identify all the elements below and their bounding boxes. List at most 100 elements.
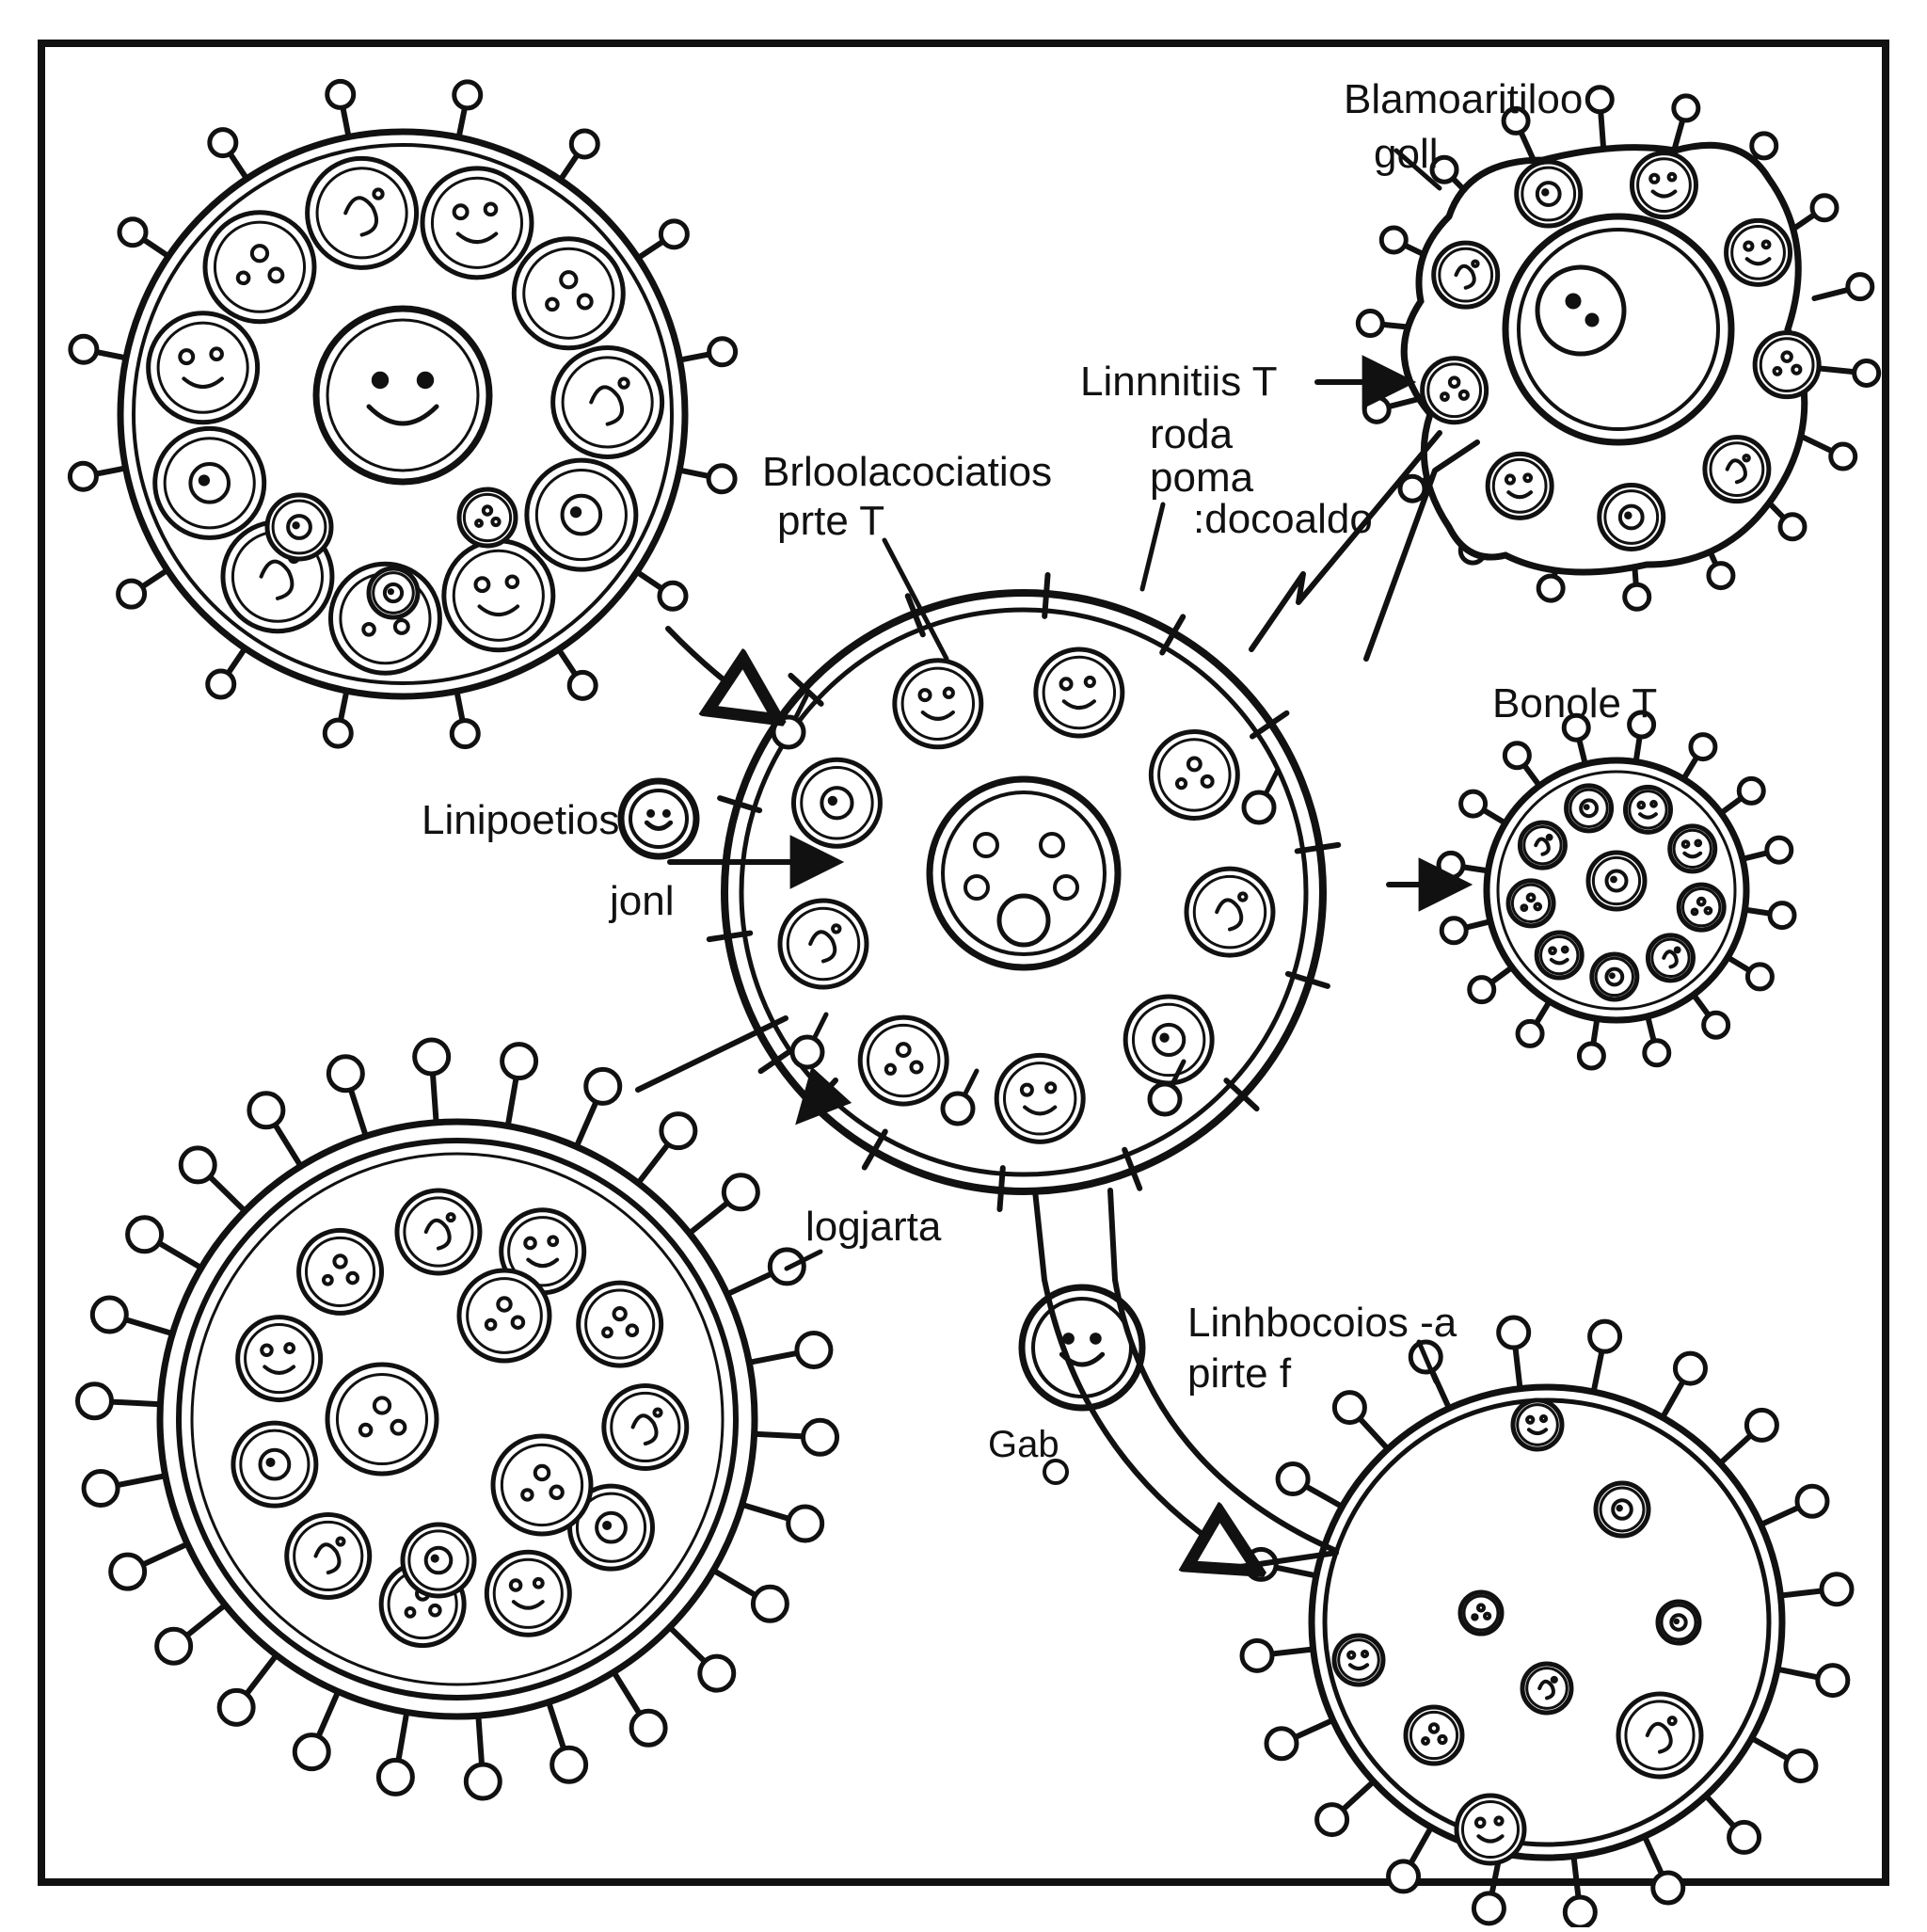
cell-lower-left-spike-knob: [463, 1762, 502, 1801]
cell-right-small-vesicle-inner: [1539, 934, 1580, 976]
cell-bottom-right-dot: [1673, 1618, 1680, 1625]
cell-center-pin: [757, 1045, 798, 1075]
cell-center-vesicle-inner: [1157, 738, 1232, 812]
label-left-small-cell-line2: jonl: [608, 878, 675, 924]
cell-center-curl: [920, 710, 955, 721]
cell-lower-left-spike-knob: [697, 1653, 737, 1693]
cell-top-left-spike-knob: [68, 333, 100, 365]
cell-bottom-right-dot: [1475, 1603, 1487, 1613]
cell-lower-left-spike-knob: [326, 1054, 365, 1094]
cell-bottom-right-spike-knob: [1587, 1318, 1623, 1354]
cell-right-small-spike-knob: [1467, 975, 1497, 1005]
cell-top-left-curl: [343, 196, 379, 237]
cell-center-vesicle-inner: [1192, 874, 1267, 950]
cell-top-left-face-mouth: [366, 404, 439, 426]
cell-right-small-dot: [1525, 892, 1537, 903]
cell-center-vesicle-inner: [786, 906, 861, 982]
cell-top-right-spike-knob: [1845, 272, 1875, 302]
cell-lower-left-vesicle-inner: [293, 1520, 364, 1592]
cell-bottom-right-dot: [1538, 1413, 1549, 1424]
cell-top-left-vesicle-inner: [315, 167, 408, 260]
cell-lower-left-vesicle-inner: [610, 1391, 681, 1463]
cell-top-right-dot: [1457, 389, 1470, 401]
cell-top-left-curl: [589, 385, 625, 426]
cell-lower-left-dot: [547, 1235, 560, 1248]
cell-lower-left-dot: [532, 1576, 545, 1589]
cell-bottom-right-spike-knob: [1744, 1407, 1779, 1443]
cell-lower-left-core-dot: [484, 1317, 498, 1332]
cell-lower-left-dot: [404, 1605, 417, 1619]
cell-lower-left-dot: [602, 1520, 613, 1530]
cell-right-small-dot: [1548, 946, 1557, 956]
cell-lower-left-vesicle-inner: [507, 1216, 579, 1287]
cell-bottom-right-dot: [1471, 1613, 1479, 1621]
cell-top-left-core: [188, 462, 231, 504]
cell-lower-left-curl: [263, 1365, 296, 1375]
cell-lower-left-spike-knob: [292, 1732, 331, 1772]
cell-top-right-spike-knob: [1397, 473, 1427, 503]
cell-top-right-spike-knob: [1378, 225, 1409, 255]
cell-bottom-right-spike-knob: [1727, 1819, 1762, 1855]
cell-top-left-dot: [209, 346, 224, 362]
cell-top-left-dot: [361, 622, 376, 637]
cell-right-small-vesicle-inner: [1510, 883, 1552, 924]
cell-lower-left-core-vesicle-inner: [335, 1372, 429, 1466]
cell-lower-left-dot: [523, 1236, 537, 1251]
cell-bottom-right-dot: [1550, 1675, 1558, 1684]
cell-top-left-spike-knob: [67, 460, 99, 492]
cell-right-small-spike-knob: [1744, 962, 1775, 992]
cell-left-small: [617, 777, 700, 860]
cell-lower-left-vesicle-inner: [492, 1557, 564, 1629]
cell-center-curl: [1215, 898, 1244, 932]
cell-lower-left-curl: [313, 1542, 342, 1575]
cell-right-small-spike-knob: [1458, 789, 1489, 819]
line-center-to-lowerleft: [635, 1015, 788, 1093]
cell-lower-left-spike-knob: [375, 1757, 415, 1796]
cell-tube-small-bead: [1043, 1459, 1069, 1485]
cell-lower-left-core-vesicle-inner: [500, 1443, 584, 1527]
cell-right-small-spike-knob: [1764, 835, 1794, 865]
label-arrow-top-right-line3: poma: [1150, 455, 1254, 501]
cell-top-left-spike-knob: [322, 717, 354, 749]
cell-right-small-curl: [1549, 957, 1569, 966]
cell-lower-left-spike-knob: [549, 1745, 589, 1784]
cell-bottom-right-spike-knob: [1783, 1748, 1819, 1783]
cell-right-small-spike-knob: [1701, 1010, 1731, 1040]
cell-top-left-face-eye: [416, 371, 435, 390]
tube-end-cap: [1237, 1550, 1339, 1570]
cell-top-left-spike-knob: [205, 668, 237, 700]
cell-top-right-dot: [1772, 366, 1783, 376]
cell-top-left-dot: [559, 270, 579, 290]
cell-top-right-spike-knob: [1429, 154, 1459, 184]
cell-top-left-curl: [182, 376, 224, 390]
cell-bottom-right-dot: [1421, 1736, 1430, 1746]
cell-bottom-right-curl: [1537, 1679, 1555, 1700]
cell-center-dot: [917, 688, 932, 703]
cell-bottom-right-dot: [1437, 1733, 1448, 1746]
cell-lower-left-dot: [283, 1342, 296, 1354]
cell-lower-left-core-vesicle-inner: [466, 1277, 543, 1354]
cell-center-curl: [808, 930, 837, 964]
cell-top-left-dot: [267, 266, 285, 284]
cell-top-right-vesicle-inner: [1636, 157, 1692, 214]
cell-center-dot: [909, 1060, 924, 1075]
cells-layer: [67, 78, 1882, 1930]
cell-top-right-dot: [1742, 454, 1751, 463]
cell-lower-left-dot: [508, 1578, 523, 1592]
cell-right-small-spike-knob: [1515, 1018, 1545, 1048]
label-top-right-cell-line2: goll: [1374, 131, 1439, 177]
cell-lower-left-dot: [445, 1212, 456, 1223]
cell-top-left-vesicle-inner: [156, 321, 249, 414]
labels-layer: Blamoaritiloo goll Linnnitiis T roda pom…: [422, 76, 1657, 1465]
cell-top-right-dot: [1624, 511, 1632, 519]
cell-center-vesicle-inner: [866, 1023, 941, 1098]
outer-frame: [38, 40, 1889, 1886]
cell-right-small-dot: [1703, 905, 1713, 916]
cell-top-right-spike-knob: [1585, 85, 1615, 115]
cell-bottom-right-curl: [1645, 1721, 1673, 1754]
cell-lower-left-spike-knob: [786, 1504, 825, 1543]
connectors-layer: [635, 148, 1480, 1570]
cell-lower-left-core-dot: [496, 1296, 513, 1313]
cell-top-left-spike-knob: [566, 669, 598, 701]
cell-top-right-dot: [1471, 259, 1480, 268]
